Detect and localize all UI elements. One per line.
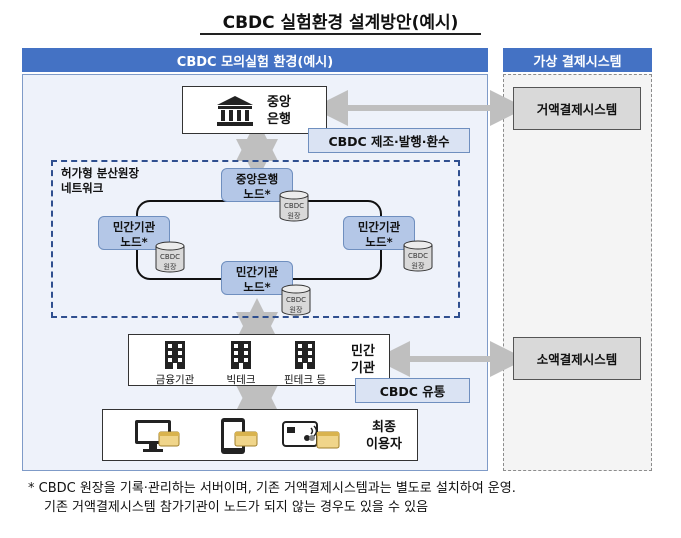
office-building-icon <box>295 341 315 369</box>
end-user-line1: 최종 <box>372 420 396 435</box>
end-user-label: 최종 이용자 <box>355 419 413 453</box>
private-institutions-box: 금융기관 빅테크 핀테크 등 민간 기관 <box>128 334 390 386</box>
office-building-icon <box>231 341 251 369</box>
title-underline <box>200 33 481 35</box>
cbdc-issue-label: CBDC 제조·발행·환수 <box>308 128 470 153</box>
dlt-network-area <box>51 160 460 318</box>
ledger-line1: CBDC <box>408 252 428 260</box>
ledger-line1: CBDC <box>160 253 180 261</box>
footnote-line2: 기존 거액결제시스템 참가기관이 노드가 되지 않는 경우도 있을 수 있음 <box>44 500 429 515</box>
right-node-line1: 민간기관 <box>357 220 401 234</box>
central-bank-line2: 은행 <box>267 112 291 127</box>
cbdc-circulation-label: CBDC 유통 <box>355 378 470 403</box>
dlt-network-label: 허가형 분산원장 네트워크 <box>61 166 139 196</box>
footnote-line1: * CBDC 원장을 기록·관리하는 서버이며, 기존 거액결제시스템과는 별도… <box>28 481 516 496</box>
ledger-db-icon: CBDC 원장 <box>280 284 312 316</box>
ledger-db-label: CBDC 원장 <box>278 201 310 221</box>
central-bank-label: 중앙 은행 <box>267 94 291 128</box>
ledger-db-label: CBDC 원장 <box>280 295 312 315</box>
simulation-env-header: CBDC 모의실험 환경(예시) <box>22 48 488 72</box>
network-label-line1: 허가형 분산원장 <box>61 166 140 180</box>
wholesale-payment-system: 거액결제시스템 <box>513 87 641 130</box>
end-user-box: 최종 이용자 <box>102 409 418 461</box>
private-institutions-title: 민간 기관 <box>343 343 383 377</box>
institutions-title-line1: 민간 <box>351 344 375 359</box>
institution-bigtech: 빅테크 <box>226 374 256 386</box>
ledger-db-icon: CBDC 원장 <box>154 241 186 273</box>
network-label-line2: 네트워크 <box>61 181 104 195</box>
bottom-node-line2: 노드* <box>243 280 271 294</box>
institutions-title-line2: 기관 <box>351 361 375 376</box>
ledger-line2: 원장 <box>411 262 425 270</box>
office-building-icon <box>165 341 185 369</box>
desktop-wallet-icon <box>135 420 180 452</box>
institution-fintech: 핀테크 등 <box>284 374 326 386</box>
ledger-line2: 원장 <box>163 263 177 271</box>
ledger-db-icon: CBDC 원장 <box>278 190 310 222</box>
institution-financial: 금융기관 <box>155 374 195 386</box>
central-bank-box: 중앙 은행 <box>182 86 327 134</box>
mobile-wallet-icon <box>221 418 258 454</box>
left-node-line1: 민간기관 <box>112 220 156 234</box>
end-user-line2: 이용자 <box>366 437 402 452</box>
private-node-bottom: 민간기관 노드* <box>221 261 293 295</box>
central-node-line2: 노드* <box>243 187 271 201</box>
left-node-line2: 노드* <box>120 235 148 249</box>
footnote: * CBDC 원장을 기록·관리하는 서버이며, 기존 거액결제시스템과는 별도… <box>28 479 668 517</box>
ledger-line2: 원장 <box>289 306 303 314</box>
ledger-db-label: CBDC 원장 <box>402 251 434 271</box>
private-node-right: 민간기관 노드* <box>343 216 415 250</box>
virtual-payment-panel <box>503 74 652 471</box>
bottom-node-line1: 민간기관 <box>235 265 279 279</box>
page-title: CBDC 실험환경 설계방안(예시) <box>222 13 459 33</box>
retail-payment-system: 소액결제시스템 <box>513 337 641 380</box>
virtual-payment-header: 가상 결제시스템 <box>503 48 652 72</box>
bank-building-icon <box>217 96 253 126</box>
ledger-db-icon: CBDC 원장 <box>402 240 434 272</box>
ledger-line1: CBDC <box>284 202 304 210</box>
central-bank-line1: 중앙 <box>267 95 291 110</box>
central-node-line1: 중앙은행 <box>235 172 279 186</box>
right-node-line2: 노드* <box>365 235 393 249</box>
ledger-db-label: CBDC 원장 <box>154 252 186 272</box>
ledger-line1: CBDC <box>286 296 306 304</box>
ledger-line2: 원장 <box>287 212 301 220</box>
card-wallet-icon <box>282 421 340 449</box>
